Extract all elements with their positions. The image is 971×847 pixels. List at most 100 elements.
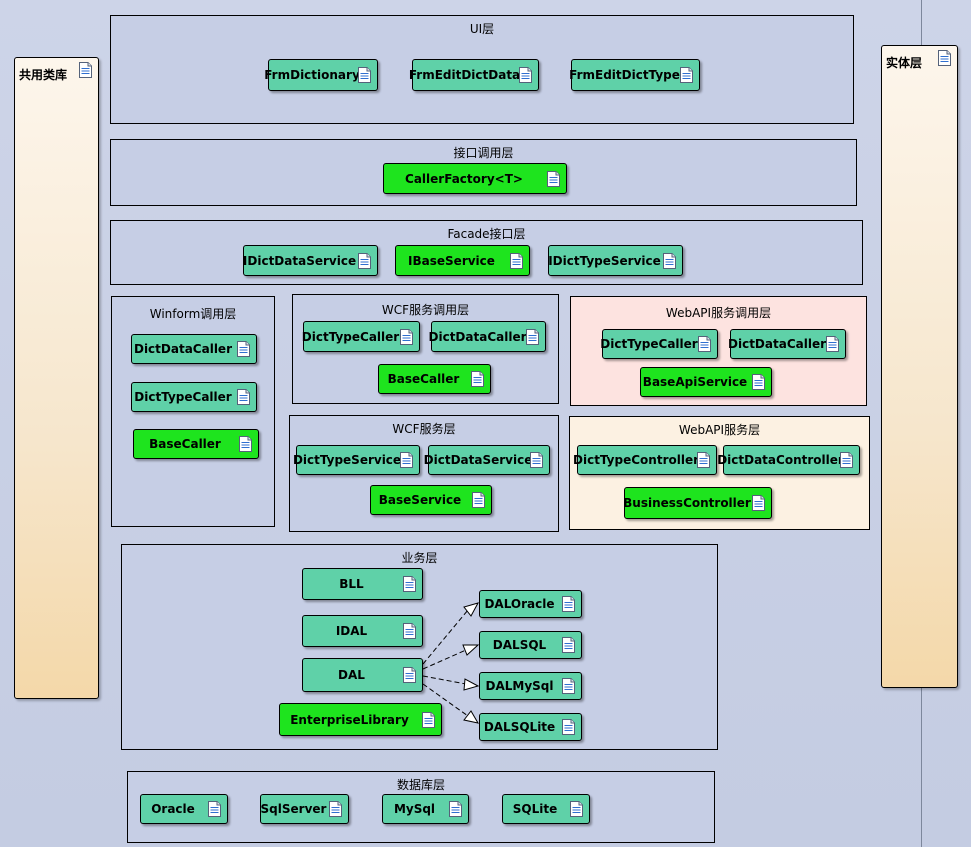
entity-layer-title: 实体层	[886, 56, 923, 70]
class-sqlite[interactable]: SQLite	[502, 794, 590, 824]
document-icon	[530, 452, 543, 468]
class-dalsqlite[interactable]: DALSQLite	[479, 713, 582, 741]
class-oracle[interactable]: Oracle	[140, 794, 228, 824]
document-icon	[237, 389, 250, 405]
class-idicttypeservice[interactable]: IDictTypeService	[548, 245, 683, 276]
wcf-caller-layer-title: WCF服务调用层	[381, 303, 470, 317]
class-label: SqlServer	[260, 802, 327, 816]
class-label: BusinessController	[623, 496, 751, 510]
class-frmdictionary[interactable]: FrmDictionary	[264, 59, 378, 91]
arrow-dal-dalmysql	[422, 675, 467, 685]
class-winform-dictdatacaller[interactable]: DictDataCaller	[131, 334, 257, 364]
class-label: BaseCaller	[387, 372, 460, 386]
class-wcf-dictdatacaller[interactable]: DictDataCaller	[428, 321, 546, 352]
document-icon	[449, 801, 462, 817]
class-idictdataservice[interactable]: IDictDataService	[243, 245, 378, 276]
class-businesscontroller[interactable]: BusinessController	[623, 487, 772, 519]
class-ibaseservice[interactable]: IBaseService	[395, 245, 530, 276]
class-label: FrmDictionary	[264, 68, 360, 82]
class-label: DictTypeController	[573, 453, 700, 467]
arrowhead	[463, 602, 480, 617]
document-icon	[358, 67, 371, 83]
class-dicttypecontroller[interactable]: DictTypeController	[573, 445, 717, 475]
document-icon	[752, 374, 765, 390]
class-dalsql[interactable]: DALSQL	[479, 631, 582, 659]
class-label: EnterpriseLibrary	[290, 712, 409, 727]
class-enterpriselibrary[interactable]: EnterpriseLibrary	[279, 703, 442, 736]
winform-layer-title: Winform调用层	[149, 307, 237, 321]
caller-layer-title: 接口调用层	[453, 146, 514, 160]
class-frmeditdicttype[interactable]: FrmEditDictType	[569, 59, 700, 91]
document-icon	[562, 719, 575, 735]
class-winform-basecaller[interactable]: BaseCaller	[133, 429, 259, 459]
wcf-service-layer-title: WCF服务层	[392, 422, 456, 436]
document-icon	[938, 50, 951, 66]
class-dictdataservice[interactable]: DictDataService	[423, 445, 550, 475]
class-winform-dicttypecaller[interactable]: DictTypeCaller	[131, 382, 257, 412]
document-icon	[400, 452, 413, 468]
document-icon	[826, 336, 839, 352]
class-idal[interactable]: IDAL	[302, 615, 423, 647]
document-icon	[698, 336, 711, 352]
document-icon	[519, 67, 532, 83]
class-label: DALSQLite	[483, 720, 556, 734]
document-icon	[403, 667, 416, 683]
class-baseservice[interactable]: BaseService	[370, 485, 492, 515]
class-label: Oracle	[151, 802, 195, 816]
entity-layer-package[interactable]: 实体层	[881, 45, 958, 688]
class-label: IDictTypeService	[548, 253, 661, 268]
document-icon	[239, 436, 252, 452]
document-icon	[840, 452, 853, 468]
class-label: DALSQL	[492, 638, 547, 652]
class-label: DictDataCaller	[728, 337, 827, 351]
class-label: DALOracle	[484, 597, 555, 611]
class-label: MySql	[393, 802, 436, 816]
class-label: BaseApiService	[642, 375, 748, 389]
document-icon	[562, 637, 575, 653]
document-icon	[697, 452, 710, 468]
class-webapi-dicttypecaller[interactable]: DictTypeCaller	[600, 329, 718, 359]
arrow-dal-daloracle	[422, 609, 469, 665]
class-webapi-dictdatacaller[interactable]: DictDataCaller	[728, 329, 846, 359]
arrow-dal-dalsql	[422, 649, 467, 670]
class-bll[interactable]: BLL	[302, 568, 423, 600]
class-dictdatacontroller[interactable]: DictDataController	[717, 445, 860, 475]
document-icon	[403, 623, 416, 639]
document-icon	[400, 328, 413, 345]
class-wcf-dicttypecaller[interactable]: DictTypeCaller	[301, 321, 420, 352]
class-dal[interactable]: DAL	[302, 658, 423, 692]
document-icon	[570, 801, 583, 817]
class-label: DictTypeCaller	[301, 329, 400, 344]
class-baseapiservice[interactable]: BaseApiService	[640, 367, 772, 397]
class-sqlserver[interactable]: SqlServer	[260, 794, 349, 824]
facade-layer-title: Facade接口层	[447, 227, 526, 241]
class-label: CallerFactory<T>	[405, 171, 523, 186]
class-label: DictDataService	[423, 453, 533, 467]
class-label: FrmEditDictData	[408, 68, 521, 82]
document-icon	[562, 596, 575, 612]
class-callerfactory[interactable]: CallerFactory<T>	[383, 163, 567, 194]
class-wcf-basecaller[interactable]: BaseCaller	[378, 364, 491, 394]
document-icon	[472, 492, 485, 508]
class-dalmysql[interactable]: DALMySql	[479, 672, 582, 700]
ui-layer-title: UI层	[469, 22, 495, 36]
document-icon	[403, 576, 416, 592]
document-icon	[526, 328, 539, 345]
class-mysql[interactable]: MySql	[382, 794, 469, 824]
shared-library-title: 共用类库	[19, 68, 68, 82]
class-label: BaseCaller	[149, 437, 221, 451]
arrow-dal-dalsqlite	[422, 683, 469, 717]
business-layer-title: 业务层	[401, 551, 438, 565]
document-icon	[422, 711, 435, 728]
class-daloracle[interactable]: DALOracle	[479, 590, 582, 618]
class-label: DictDataCaller	[133, 342, 232, 356]
document-icon	[471, 371, 484, 387]
class-label: DictDataCaller	[428, 329, 527, 344]
document-icon	[329, 801, 342, 817]
class-dicttypeservice[interactable]: DictTypeService	[293, 445, 420, 475]
shared-library-package[interactable]: 共用类库	[14, 57, 99, 699]
arrowhead	[463, 710, 480, 724]
class-label: DictTypeCaller	[134, 390, 232, 404]
class-frmeditdictdata[interactable]: FrmEditDictData	[408, 59, 539, 91]
